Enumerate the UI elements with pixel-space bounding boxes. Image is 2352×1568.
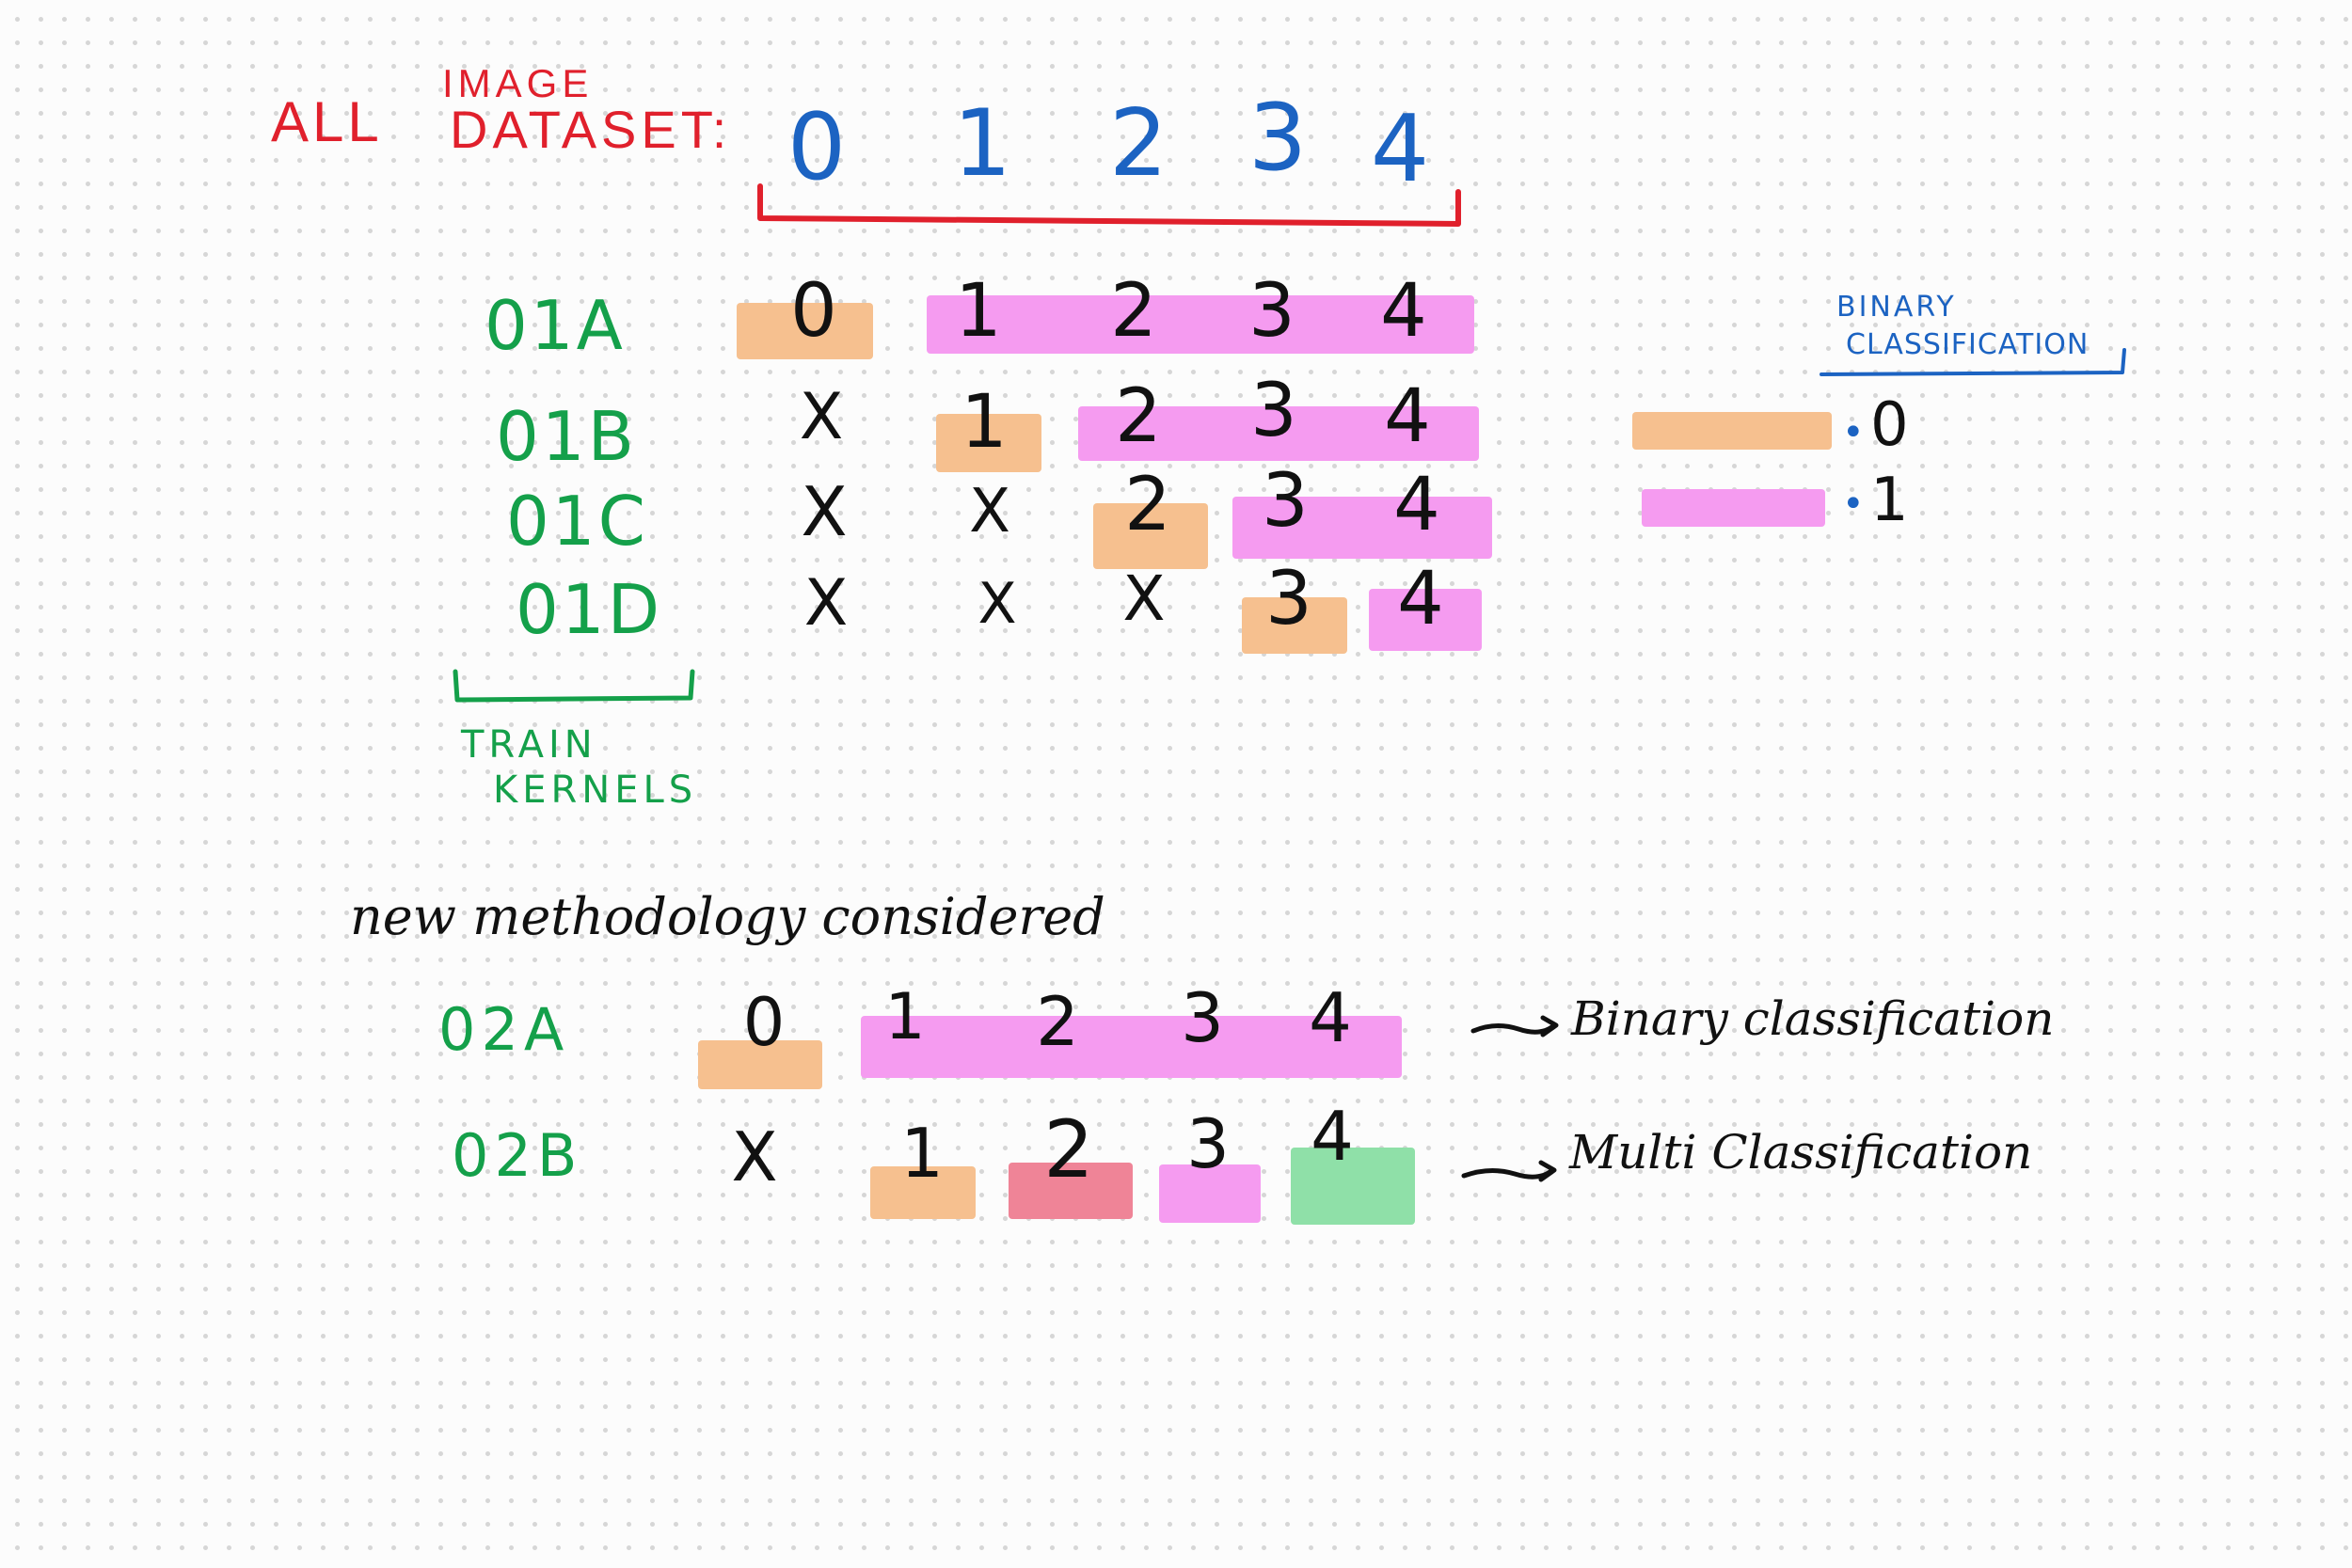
row-02b-note: Multi Classification <box>1569 1125 2033 1180</box>
train-kernels-bracket <box>453 669 695 703</box>
header-image: IMAGE <box>442 61 594 105</box>
legend-swatch-1 <box>1642 489 1825 527</box>
row-01a-cell-1: 1 <box>955 269 1002 354</box>
row-label-01c: 01C <box>506 482 648 561</box>
row-01a-cell-0: 0 <box>790 269 837 354</box>
legend-title-line2: CLASSIFICATION <box>1846 328 2090 361</box>
row-01c-cell-2: 2 <box>1124 463 1171 547</box>
legend-title-underline <box>1820 348 2126 376</box>
highlight-02b-class2 <box>1009 1163 1133 1219</box>
highlight-02b-class3 <box>1159 1164 1261 1223</box>
row-02b-cell-3: 3 <box>1186 1104 1230 1183</box>
row-02b-cell-1: 1 <box>900 1114 944 1193</box>
dataset-class-2: 2 <box>1108 90 1168 198</box>
highlight-02b-class1 <box>870 1166 976 1219</box>
row-01a-cell-3: 3 <box>1248 269 1295 354</box>
row-01d-cell-0: X <box>803 566 849 641</box>
row-02b-cell-2: 2 <box>1043 1103 1094 1196</box>
highlight-01b-class2-4 <box>1078 406 1479 461</box>
row-01a-cell-4: 4 <box>1380 269 1427 354</box>
highlight-01a-class1-4 <box>927 295 1474 354</box>
row-01d-cell-3: 3 <box>1265 557 1312 641</box>
dataset-class-4: 4 <box>1370 96 1430 203</box>
row-01b-cell-0: X <box>799 380 844 454</box>
row-02a-arrow-icon <box>1470 1015 1559 1037</box>
row-01b-cell-1: 1 <box>961 380 1008 465</box>
train-label: TRAIN <box>461 723 597 767</box>
row-01b-cell-2: 2 <box>1115 374 1162 459</box>
highlight-01c-class2 <box>1093 503 1208 569</box>
row-02b-cell-4: 4 <box>1311 1097 1354 1176</box>
legend-value-1: 1 <box>1870 466 1909 535</box>
row-02b-arrow-icon <box>1461 1160 1557 1182</box>
highlight-02b-class4 <box>1291 1148 1415 1225</box>
highlight-01d-class4 <box>1369 589 1482 651</box>
row-label-02b: 02B <box>452 1121 583 1190</box>
legend-bullet-1: • <box>1842 483 1865 526</box>
row-02a-cell-2: 2 <box>1036 982 1079 1061</box>
row-02a-note: Binary classification <box>1571 991 2055 1046</box>
row-01d-cell-4: 4 <box>1397 557 1444 641</box>
row-01c-cell-0: X <box>801 472 848 551</box>
dataset-bracket <box>757 183 1461 227</box>
row-01d-cell-1: X <box>977 571 1017 637</box>
highlight-01d-class3 <box>1242 597 1347 654</box>
dataset-class-0: 0 <box>787 94 847 201</box>
kernels-label: KERNELS <box>493 768 698 812</box>
legend-bullet-0: • <box>1842 411 1865 454</box>
row-01b-cell-4: 4 <box>1384 374 1431 459</box>
legend-value-0: 0 <box>1870 390 1909 460</box>
highlight-02a-class1-4 <box>861 1016 1402 1078</box>
highlight-01a-class0 <box>737 303 873 359</box>
row-02a-cell-3: 3 <box>1181 978 1224 1057</box>
legend-swatch-0 <box>1632 412 1832 450</box>
legend-title-line1: BINARY <box>1836 291 1957 324</box>
header-all: ALL <box>271 90 383 153</box>
header-dataset: DATASET: <box>450 100 732 159</box>
row-02a-cell-1: 1 <box>884 980 926 1054</box>
dataset-class-1: 1 <box>952 90 1012 198</box>
row-label-01b: 01B <box>496 397 638 476</box>
row-01b-cell-3: 3 <box>1250 369 1297 453</box>
row-02a-cell-0: 0 <box>742 984 786 1061</box>
row-02a-cell-4: 4 <box>1309 978 1352 1057</box>
highlight-02a-class0 <box>698 1040 822 1089</box>
highlight-01c-class3-4 <box>1232 497 1492 559</box>
row-01c-cell-1: X <box>969 477 1010 546</box>
dataset-class-3: 3 <box>1248 85 1308 192</box>
row-01a-cell-2: 2 <box>1110 269 1157 354</box>
section2-title: new methodology considered <box>350 887 1105 946</box>
row-01c-cell-4: 4 <box>1393 463 1440 547</box>
row-label-02a: 02A <box>438 995 570 1064</box>
row-01d-cell-2: X <box>1122 562 1166 635</box>
row-label-01d: 01D <box>516 570 663 649</box>
row-label-01a: 01A <box>485 286 626 365</box>
row-01c-cell-3: 3 <box>1262 459 1309 544</box>
row-02b-cell-0: X <box>731 1117 778 1196</box>
highlight-01b-class1 <box>936 414 1041 472</box>
